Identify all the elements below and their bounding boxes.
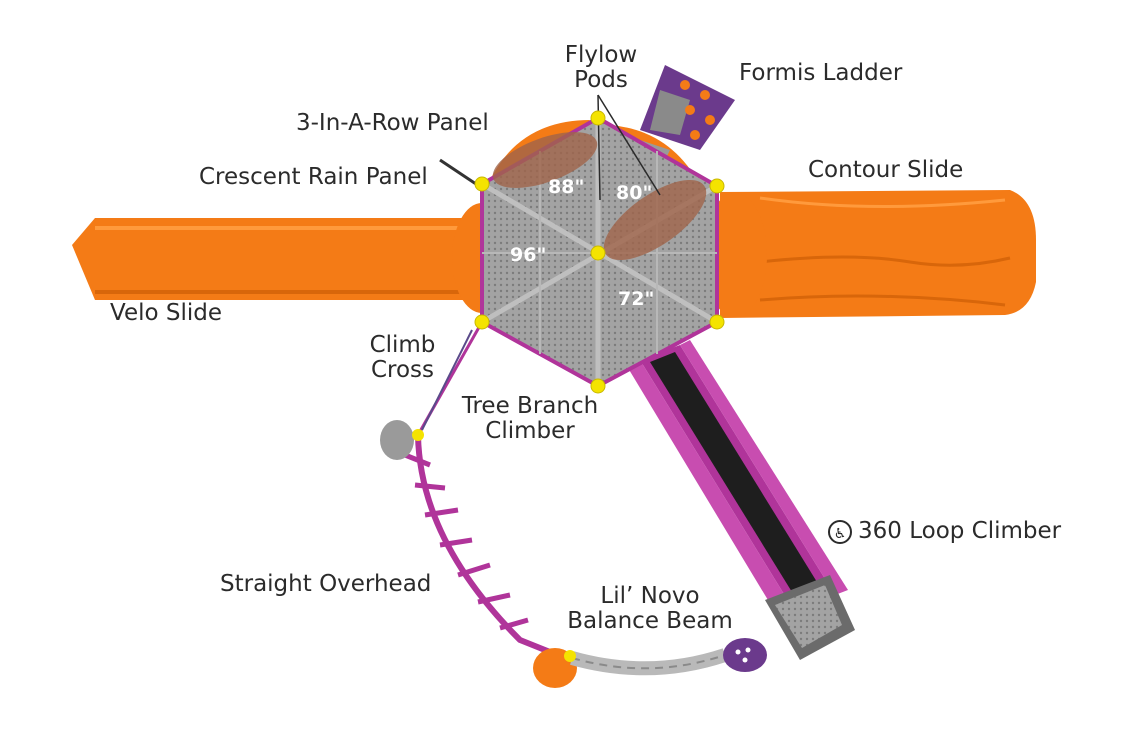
deck-height-96: 96" xyxy=(510,244,547,266)
deck-posts xyxy=(412,110,725,662)
loop-climber-tunnel xyxy=(628,340,855,660)
label-3-in-a-row-panel: 3-In-A-Row Panel xyxy=(296,110,489,136)
label-tree-branch-climber: Tree Branch Climber xyxy=(455,394,605,444)
wheelchair-accessible-icon: ♿ xyxy=(828,519,852,544)
label-formis-ladder: Formis Ladder xyxy=(739,60,903,86)
label-flylow-pods: Flylow Pods xyxy=(555,43,647,93)
climb-cross-rope-2 xyxy=(421,329,473,431)
label-crescent-rain-panel: Crescent Rain Panel xyxy=(199,164,428,190)
contour-slide xyxy=(703,190,1036,318)
velo-slide xyxy=(72,203,512,313)
balance-beam xyxy=(570,638,767,676)
label-tree-branch-climber-line1: Tree Branch xyxy=(461,393,599,419)
deck-height-72: 72" xyxy=(618,288,655,310)
deck-height-80: 80" xyxy=(616,182,653,204)
label-lil-novo-balance-beam: Lil’ Novo Balance Beam xyxy=(565,584,735,634)
label-flylow-pods-line2: Pods xyxy=(574,67,628,93)
label-climb-cross-line2: Cross xyxy=(370,357,435,383)
label-contour-slide: Contour Slide xyxy=(808,157,964,183)
label-360-loop-climber-text: 360 Loop Climber xyxy=(858,518,1062,544)
label-lil-novo-line2: Balance Beam xyxy=(567,608,733,634)
label-tree-branch-climber-line2: Climber xyxy=(485,418,575,444)
label-straight-overhead: Straight Overhead xyxy=(220,571,432,597)
deck-height-88: 88" xyxy=(548,176,585,198)
label-360-loop-climber: ♿360 Loop Climber xyxy=(828,519,1061,544)
label-velo-slide: Velo Slide xyxy=(110,300,223,326)
label-climb-cross: Climb Cross xyxy=(355,333,450,383)
label-lil-novo-line1: Lil’ Novo xyxy=(600,583,700,609)
label-flylow-pods-line1: Flylow xyxy=(564,42,638,68)
label-climb-cross-line1: Climb xyxy=(369,332,436,358)
straight-overhead xyxy=(380,420,577,688)
